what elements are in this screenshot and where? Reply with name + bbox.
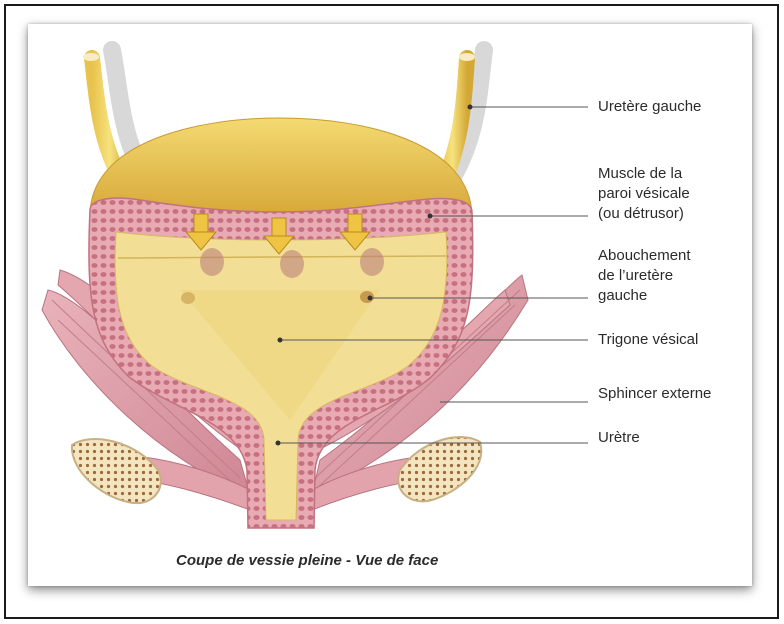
pubic-bone-left	[72, 439, 161, 503]
ureter-left-cut	[459, 53, 475, 61]
label-sphincter: Sphincer externe	[598, 384, 711, 404]
marker-detrusor	[428, 214, 433, 219]
label-detrusor-line2: paroi vésicale	[598, 184, 690, 204]
label-ureter-opening-line1: Abouchement	[598, 246, 691, 266]
label-urethra: Urètre	[598, 428, 640, 448]
label-detrusor-line3: (ou détrusor)	[598, 204, 684, 224]
label-ureter-opening-line2: de l’uretère	[598, 266, 673, 286]
label-ureter-left: Uretère gauche	[598, 97, 701, 117]
marker-trigone	[278, 338, 283, 343]
ureter-opening-right	[181, 292, 195, 304]
label-ureter-opening-line3: gauche	[598, 286, 647, 306]
marker-ureter-opening	[368, 296, 373, 301]
pubic-bone-right	[398, 437, 481, 501]
marker-urethra	[276, 441, 281, 446]
ureter-right-cut	[83, 53, 99, 61]
label-trigone: Trigone vésical	[598, 330, 698, 350]
marker-ureter-left	[468, 105, 473, 110]
label-detrusor-line1: Muscle de la	[598, 164, 682, 184]
figure-caption: Coupe de vessie pleine - Vue de face	[176, 552, 438, 569]
